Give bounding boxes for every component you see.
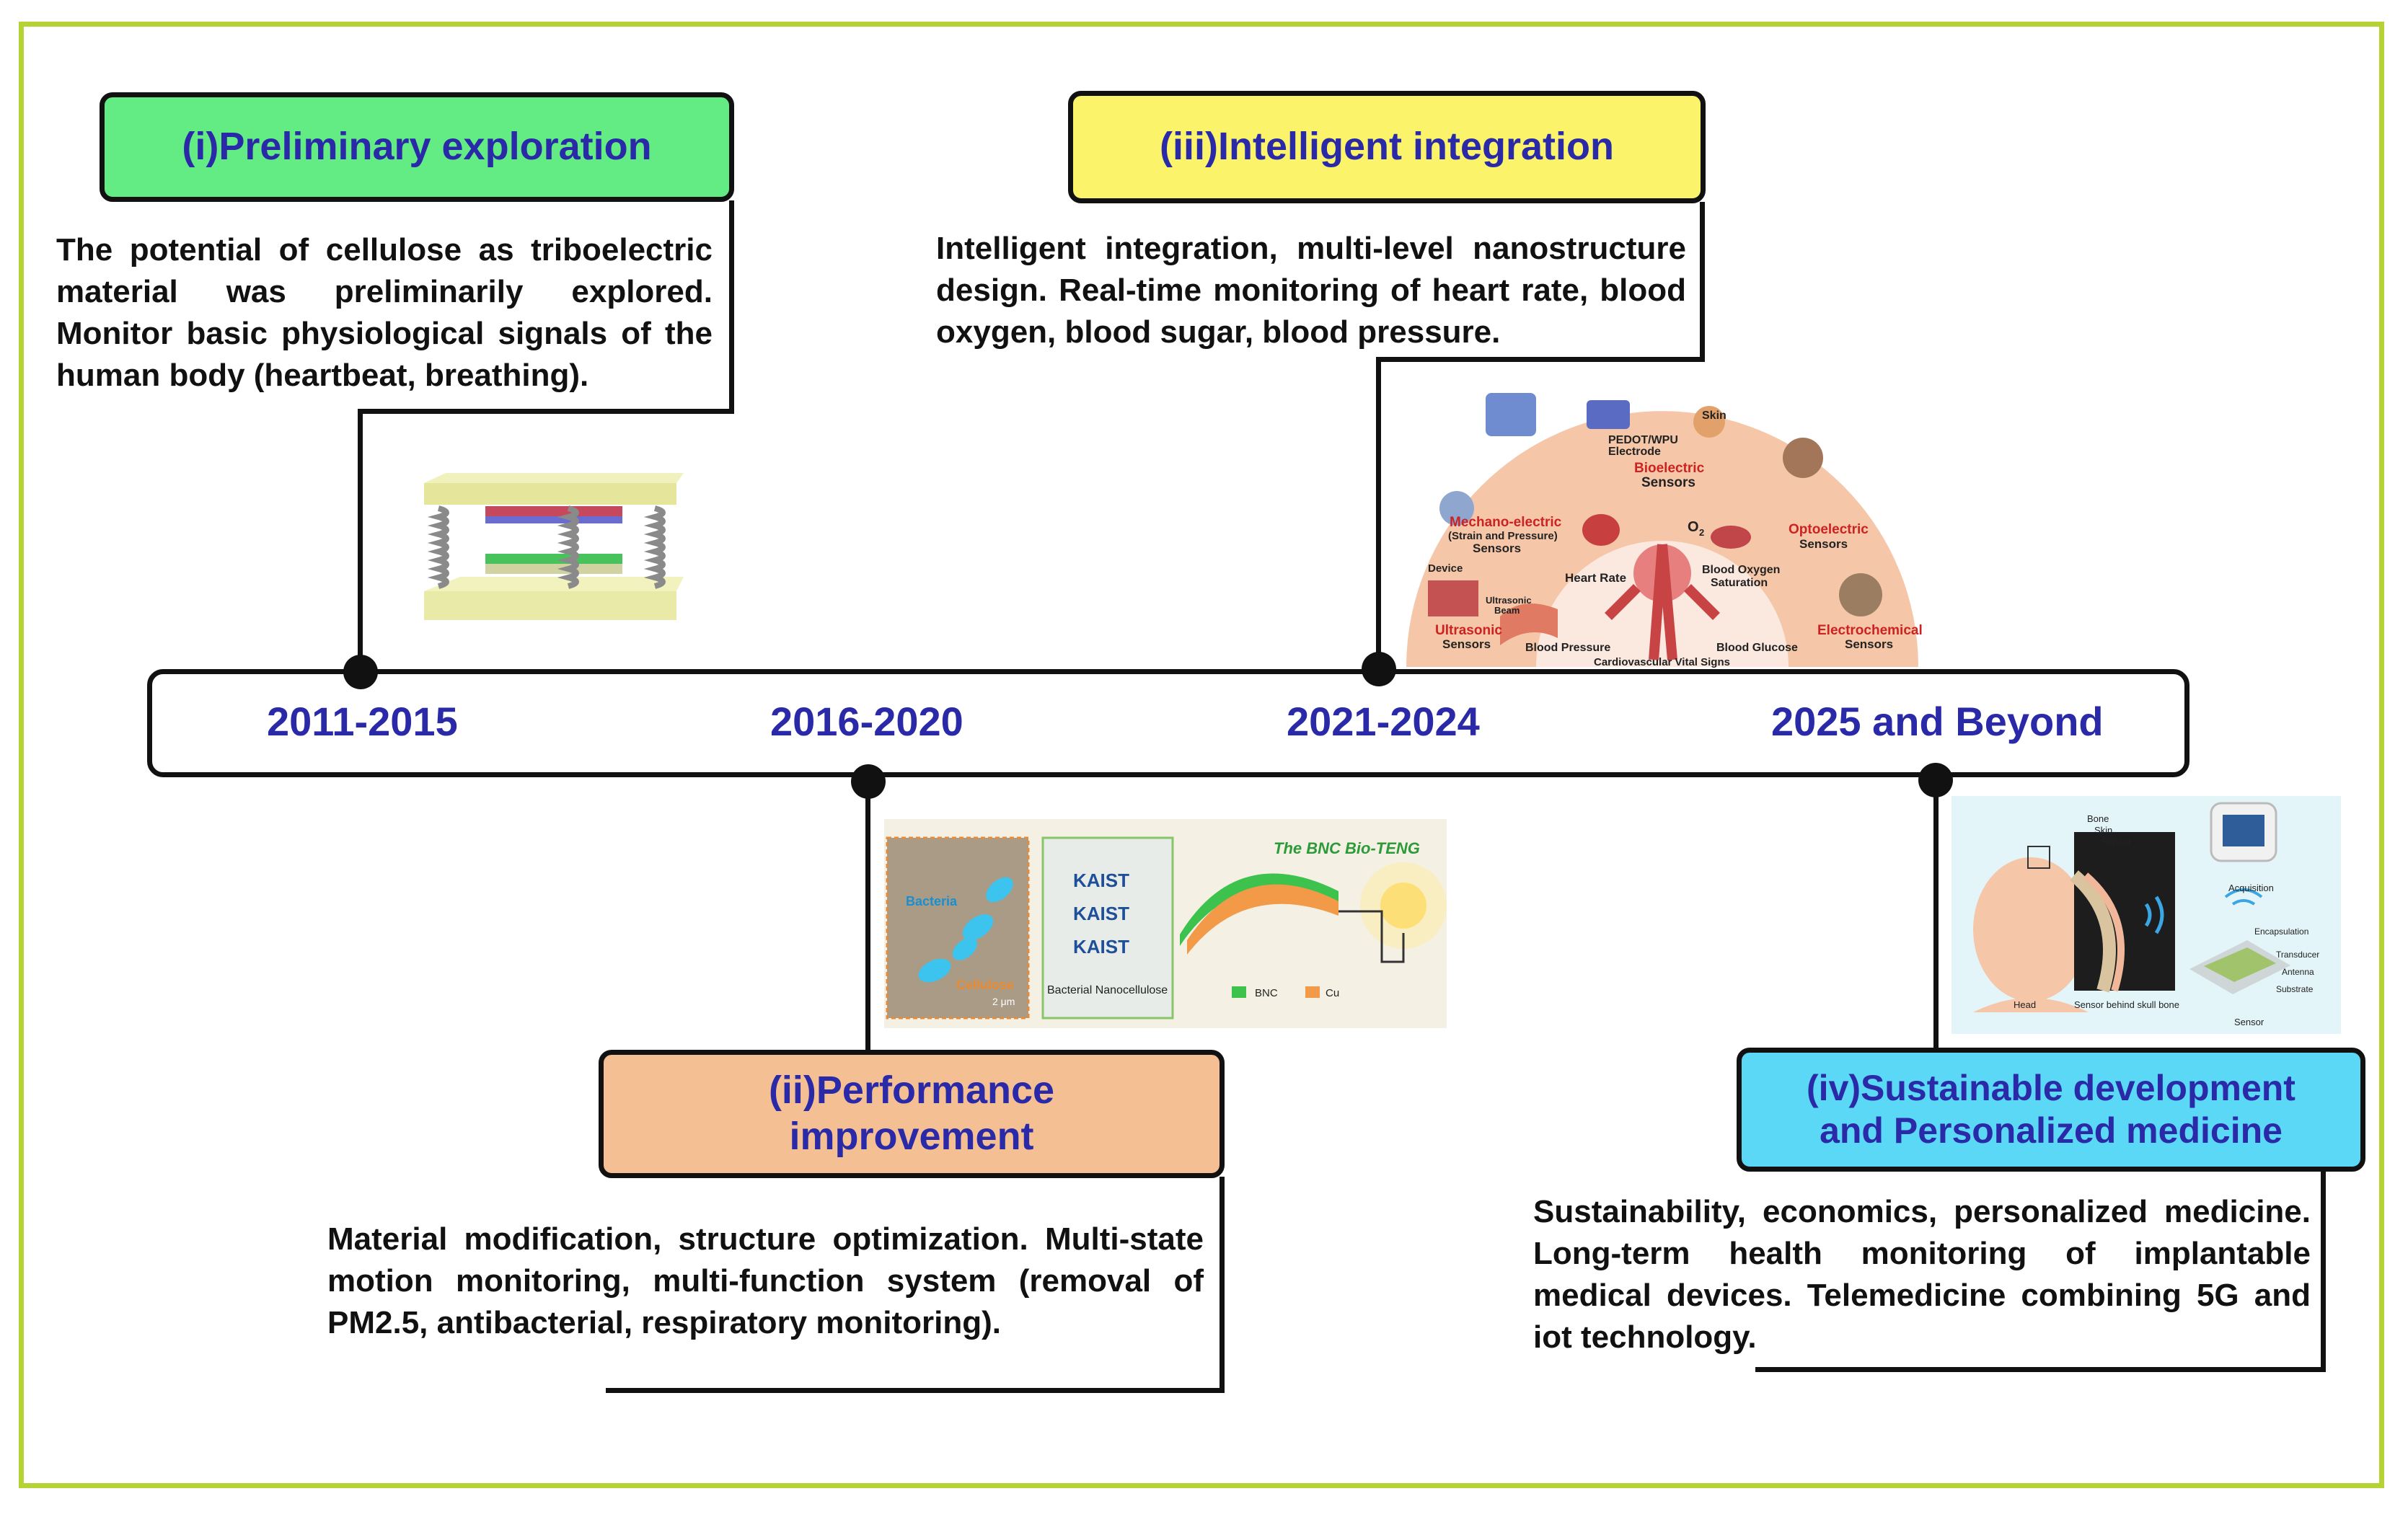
stage-4-connector-up [1933, 779, 1939, 1053]
label-heart-rate: Heart Rate [1565, 571, 1626, 585]
outer-frame [19, 22, 2384, 1488]
timeline-dot-3 [1362, 652, 1396, 686]
label-skin: Skin [1702, 410, 1726, 422]
stage-3-title-box: (iii)Intelligent integration [1068, 91, 1706, 203]
teng-device-illustration [424, 473, 684, 620]
spring-left [427, 505, 666, 589]
label-acquisition: Acquisition [2228, 883, 2274, 893]
label-behind-skull: Sensor behind skull bone [2074, 999, 2179, 1010]
label-scale: 2 μm [992, 996, 1015, 1007]
label-skin: Skin [2094, 825, 2112, 836]
label-legend-cu: Cu [1326, 987, 1339, 999]
label-device: Device [1428, 562, 1463, 575]
period-1: 2011-2015 [267, 699, 458, 744]
label-cellulose: Cellulose [956, 978, 1014, 992]
stage-2-title-line2: improvement [789, 1115, 1034, 1158]
label-pedot: PEDOT/WPU [1608, 434, 1678, 446]
label-o2-sub: 2 [1699, 527, 1704, 538]
label-sensor-bottom: Sensor [2234, 1017, 2264, 1027]
stage-4-title-line1: (iv)Sustainable development [1807, 1068, 2295, 1108]
label-sensor-top: Sensor [2102, 836, 2132, 847]
stage-1-description: The potential of cellulose as triboelect… [56, 232, 713, 393]
stage-2-connector-up [865, 779, 870, 1053]
label-ultrasonic-sensors: Sensors [1442, 637, 1491, 651]
label-mechano-sub: (Strain and Pressure) [1448, 530, 1558, 542]
period-2: 2016-2020 [770, 699, 963, 744]
cardiovascular-sensors-illustration: PEDOT/WPU Electrode Skin Bioelectric Sen… [1406, 393, 1923, 668]
label-bnc-caption: Bacterial Nanocellulose [1047, 984, 1168, 996]
period-3: 2021-2024 [1287, 699, 1480, 744]
stage-1-connector-top [729, 200, 734, 414]
label-antenna: Antenna [2282, 967, 2314, 977]
label-electrochemical: Electrochemical [1817, 623, 1923, 638]
label-bioelectric: Bioelectric [1634, 461, 1705, 476]
stage-1-connector-horizontal [358, 409, 734, 414]
label-kaist-1: KAIST [1073, 870, 1129, 891]
label-encapsulation: Encapsulation [2254, 926, 2308, 937]
stage-1-title-box: (i)Preliminary exploration [100, 92, 734, 202]
label-bacteria: Bacteria [906, 894, 958, 908]
timeline-dot-1 [343, 655, 378, 689]
label-bioelectric-sensors: Sensors [1641, 475, 1695, 490]
label-kaist-3: KAIST [1073, 936, 1129, 957]
stage-4-connector-right [2321, 1170, 2326, 1372]
stage-4-description: Sustainability, economics, personalized … [1533, 1194, 2311, 1355]
timeline-bar [147, 669, 2189, 777]
label-bnc-title: The BNC Bio-TENG [1274, 839, 1420, 857]
label-transducer: Transducer [2276, 950, 2319, 960]
implant-sensor-illustration: Bone Skin Sensor Acquisition Encapsulati… [1951, 796, 2341, 1034]
label-legend-bnc: BNC [1255, 987, 1278, 999]
label-substrate: Substrate [2276, 984, 2314, 994]
label-ultrasonic: Ultrasonic [1435, 623, 1502, 638]
label-bone: Bone [2087, 813, 2109, 824]
bnc-bio-teng-illustration: Bacteria Cellulose 2 μm KAIST KAIST KAIS… [884, 819, 1447, 1028]
label-beam: Beam [1494, 605, 1520, 616]
stage-2-title-box: (ii)Performance improvement [599, 1050, 1225, 1178]
label-saturation: Saturation [1711, 577, 1768, 589]
label-o2: O [1688, 519, 1699, 535]
label-blood-glucose: Blood Glucose [1716, 642, 1798, 654]
stage-2-title-line1: (ii)Performance [768, 1069, 1055, 1113]
stage-3-connector-horizontal [1376, 357, 1705, 362]
stage-2-description: Material modification, structure optimiz… [327, 1221, 1204, 1340]
stage-3-connector-down [1376, 357, 1381, 670]
stage-4-connector-bottom [1755, 1367, 2326, 1372]
label-mechano-sensors: Sensors [1473, 541, 1521, 555]
label-electrode: Electrode [1608, 446, 1661, 458]
stage-4-title-box: (iv)Sustainable development and Personal… [1737, 1048, 2365, 1172]
label-mechano: Mechano-electric [1450, 515, 1562, 530]
label-optoelectric: Optoelectric [1789, 522, 1869, 537]
stage-1-title: (i)Preliminary exploration [182, 125, 652, 169]
label-electrochemical-sensors: Sensors [1845, 637, 1893, 651]
label-blood-oxygen: Blood Oxygen [1702, 564, 1780, 576]
label-kaist-2: KAIST [1073, 903, 1129, 924]
label-cardio-center: Cardiovascular Vital Signs [1594, 656, 1730, 668]
stage-3-title: (iii)Intelligent integration [1160, 125, 1614, 169]
stage-2-connector-bottom [606, 1388, 1225, 1393]
stage-3-connector-top [1700, 202, 1705, 362]
period-4: 2025 and Beyond [1771, 699, 2104, 744]
label-head: Head [2014, 999, 2036, 1010]
stage-2-connector-right [1220, 1177, 1225, 1393]
stage-4-title-line2: and Personalized medicine [1820, 1110, 2283, 1151]
label-ultrasonic-beam: Ultrasonic [1486, 595, 1532, 606]
label-blood-pressure: Blood Pressure [1525, 642, 1610, 654]
stage-3-description: Intelligent integration, multi-level nan… [936, 231, 1686, 350]
stage-1-connector-down [358, 409, 363, 670]
label-optoelectric-sensors: Sensors [1799, 537, 1848, 551]
